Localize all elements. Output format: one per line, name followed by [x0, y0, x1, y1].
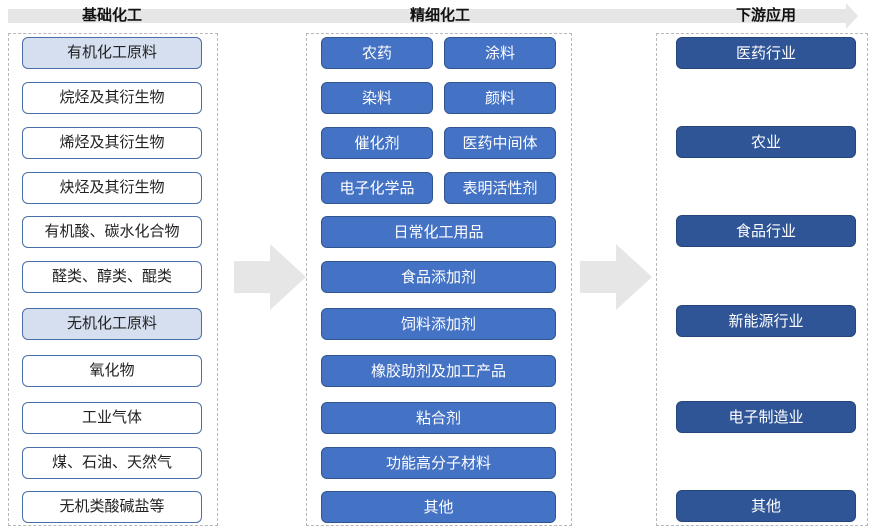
fine-item-catalysts: 催化剂 — [321, 127, 433, 159]
basic-item-inorganic-raw: 无机化工原料 — [22, 308, 202, 340]
arrow-basic-to-fine — [234, 244, 306, 310]
fine-item-surfactants: 表明活性剂 — [444, 172, 556, 204]
basic-item-industrial-gas: 工业气体 — [22, 402, 202, 434]
basic-item-oxides: 氧化物 — [22, 355, 202, 387]
basic-item-alkenes: 烯烃及其衍生物 — [22, 127, 202, 159]
fine-item-pigments: 颜料 — [444, 82, 556, 114]
basic-item-inorganic-salts: 无机类酸碱盐等 — [22, 491, 202, 523]
basic-chemicals-frame — [8, 33, 218, 526]
basic-item-organic-acids: 有机酸、碳水化合物 — [22, 216, 202, 248]
downstream-item-new-energy: 新能源行业 — [676, 305, 856, 337]
downstream-frame — [656, 33, 868, 526]
fine-item-functional-polymers: 功能高分子材料 — [321, 447, 556, 479]
fine-item-other: 其他 — [321, 491, 556, 523]
downstream-item-agriculture: 农业 — [676, 126, 856, 158]
downstream-item-food: 食品行业 — [676, 215, 856, 247]
fine-item-daily-chemicals: 日常化工用品 — [321, 216, 556, 248]
fine-item-pesticide: 农药 — [321, 37, 433, 69]
top-flow-arrow — [8, 3, 858, 29]
fine-item-electronic-chemicals: 电子化学品 — [321, 172, 433, 204]
fine-item-feed-additives: 饲料添加剂 — [321, 308, 556, 340]
header-fine-chemicals: 精细化工 — [409, 6, 470, 24]
downstream-item-other: 其他 — [676, 490, 856, 522]
fine-item-adhesives: 粘合剂 — [321, 402, 556, 434]
basic-item-coal-oil-gas: 煤、石油、天然气 — [22, 447, 202, 479]
basic-item-alkynes: 炔烃及其衍生物 — [22, 172, 202, 204]
fine-item-rubber-auxiliaries: 橡胶助剂及加工产品 — [321, 355, 556, 387]
header-downstream: 下游应用 — [735, 6, 796, 24]
downstream-item-pharma: 医药行业 — [676, 37, 856, 69]
fine-item-coatings: 涂料 — [444, 37, 556, 69]
fine-item-dyes: 染料 — [321, 82, 433, 114]
header-basic-chemicals: 基础化工 — [81, 6, 142, 24]
fine-item-pharma-intermediates: 医药中间体 — [444, 127, 556, 159]
basic-item-organic-raw: 有机化工原料 — [22, 37, 202, 69]
fine-chemicals-frame — [306, 33, 572, 526]
basic-item-aldehydes: 醛类、醇类、醌类 — [22, 261, 202, 293]
arrow-fine-to-downstream — [580, 244, 652, 310]
fine-item-food-additives: 食品添加剂 — [321, 261, 556, 293]
downstream-item-electronics: 电子制造业 — [676, 401, 856, 433]
basic-item-alkanes: 烷烃及其衍生物 — [22, 82, 202, 114]
